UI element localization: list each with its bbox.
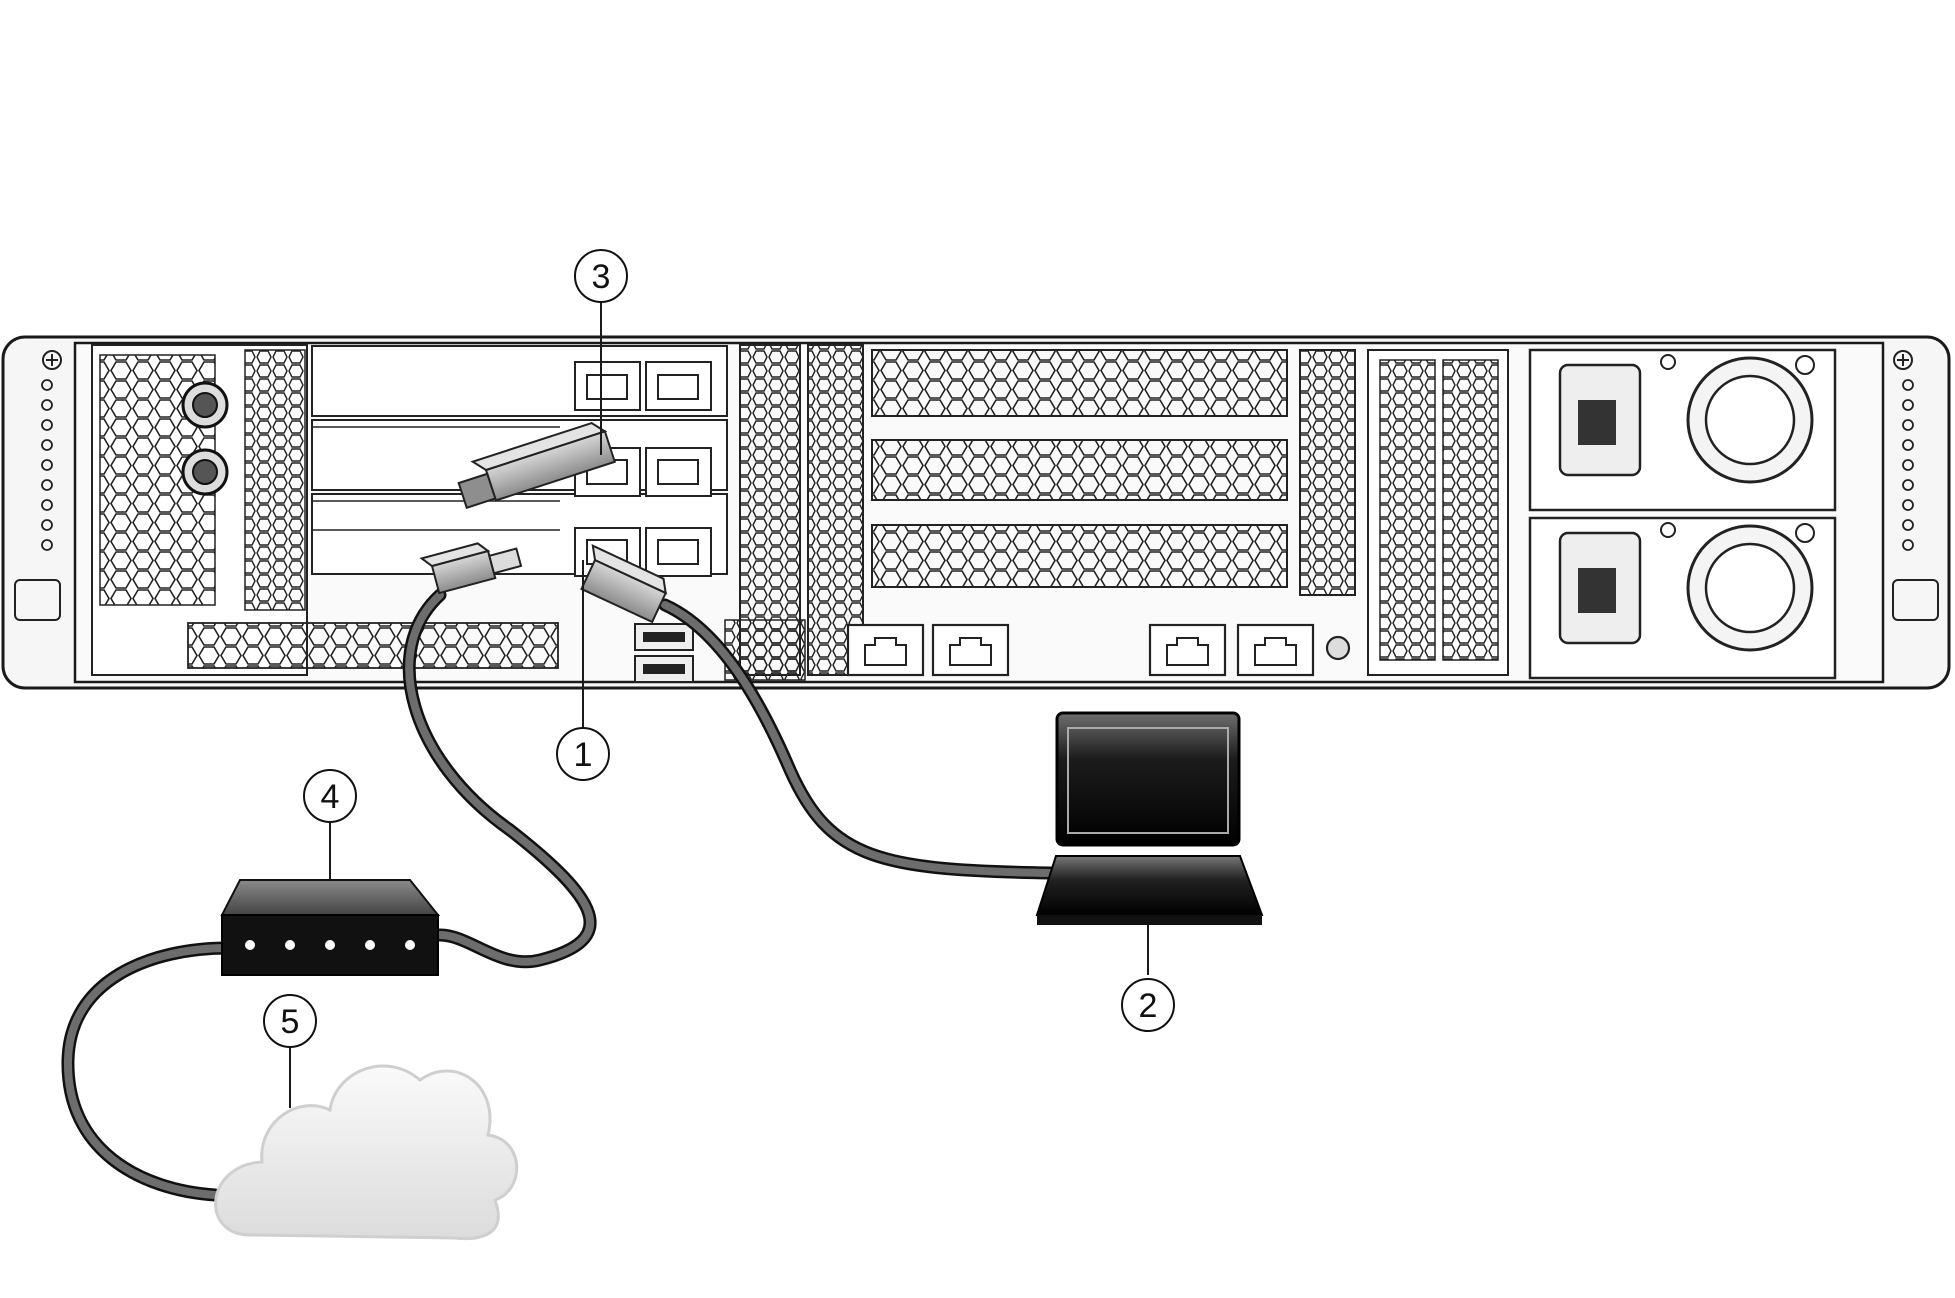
left-rack-ear — [14, 350, 62, 621]
vent-column — [1299, 349, 1356, 596]
callout-label: 3 — [592, 258, 611, 296]
network-cable-to-cloud — [61, 941, 235, 1202]
sfp-port — [574, 361, 641, 411]
sfp-transceiver — [457, 421, 617, 510]
vent-column — [1442, 359, 1499, 661]
vent-column — [1379, 359, 1436, 661]
callout-label: 5 — [281, 1003, 300, 1041]
sfp-port — [645, 447, 712, 497]
callout-3: 3 — [574, 249, 628, 303]
callout-label: 4 — [321, 778, 340, 816]
rj45-port — [1236, 623, 1315, 677]
rj45-port-group — [846, 623, 1351, 677]
rj45-port — [1148, 623, 1227, 677]
network-switch-icon — [220, 879, 441, 976]
callout-leaders — [289, 300, 1149, 1108]
sfp-port — [645, 527, 712, 577]
rj45-plug-laptop — [580, 544, 668, 624]
callout-label: 2 — [1139, 987, 1158, 1025]
right-rack-ear — [1892, 350, 1939, 621]
sfp-port — [645, 361, 712, 411]
callout-4: 4 — [303, 769, 357, 823]
callout-2: 2 — [1121, 978, 1175, 1032]
locator-button — [1325, 635, 1351, 661]
callout-5: 5 — [263, 994, 317, 1048]
rj45-port — [846, 623, 925, 677]
network-cloud-icon — [214, 1064, 519, 1241]
rj45-plug-network — [419, 542, 523, 595]
callout-label: 1 — [574, 736, 593, 774]
bottom-vent-strip — [187, 622, 559, 669]
vent-column — [807, 344, 864, 676]
usb-port-group — [634, 623, 694, 683]
pcie-riser-middle — [871, 349, 1288, 588]
laptop-icon — [1035, 711, 1264, 925]
callout-1: 1 — [556, 727, 610, 781]
left-vent-module — [91, 344, 308, 676]
power-supply-top — [1528, 348, 1837, 512]
rj45-port — [931, 623, 1010, 677]
server-rear-panel — [1, 335, 1951, 690]
power-supply-bottom — [1528, 516, 1837, 680]
